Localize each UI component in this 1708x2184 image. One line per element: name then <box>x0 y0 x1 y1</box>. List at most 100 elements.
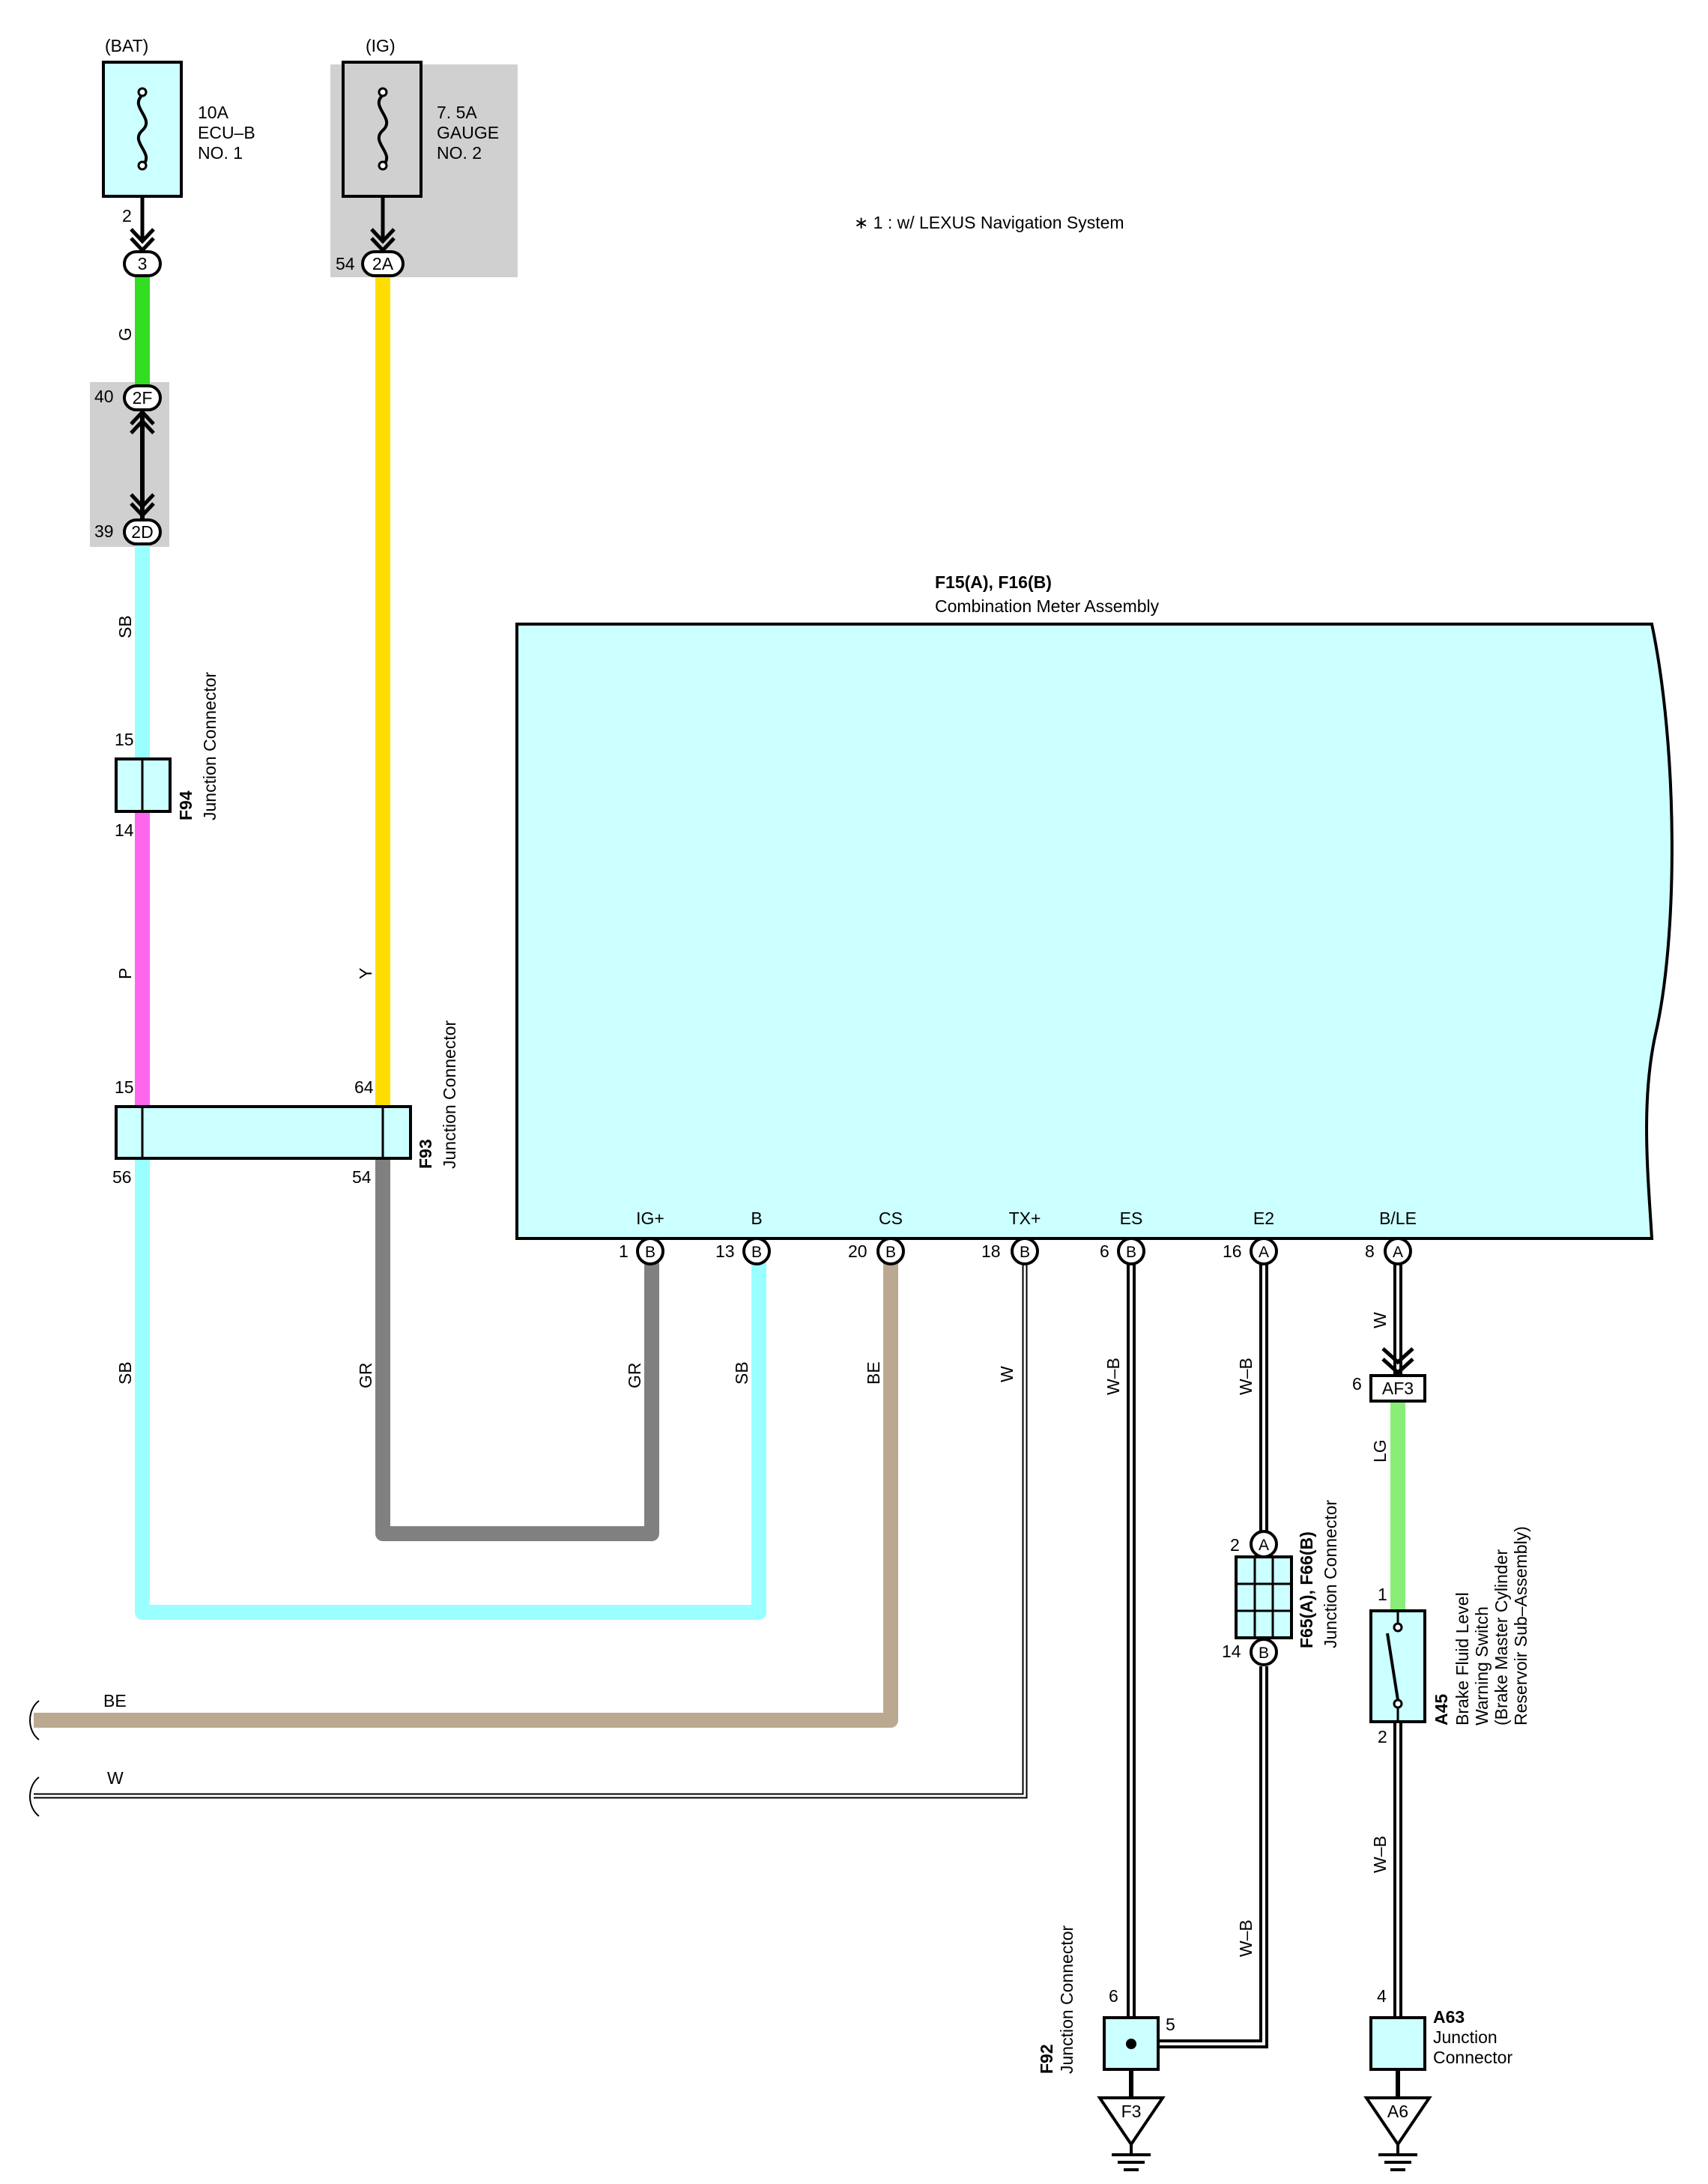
meter-title: F15(A), F16(B) <box>935 572 1052 592</box>
terminal-name-cs: CS <box>879 1209 903 1228</box>
terminal-pin-13: 13 <box>715 1241 735 1261</box>
f65-id: F65(A), F66(B) <box>1297 1531 1316 1648</box>
terminal-pin-18: 18 <box>981 1241 1001 1261</box>
wire-label-w-ble: W <box>1370 1312 1390 1328</box>
junction-f92: 6 5 F92 Junction Connector F3 <box>1037 1925 1175 2171</box>
fuse-bat-line1: 10A <box>198 103 229 122</box>
f65-pin-bottom: 14 <box>1222 1642 1241 1661</box>
pin-39: 39 <box>94 521 114 541</box>
terminal-connector <box>636 1237 664 1265</box>
f94-pin-bottom: 14 <box>115 820 134 840</box>
wire-wb-link-outer <box>1158 1666 1268 2048</box>
wire-break-icon <box>29 1700 40 1740</box>
wire-label-wb-sw: W–B <box>1370 1836 1390 1873</box>
shaded-region-inline-connectors <box>90 382 169 547</box>
junction-a63: 4 A63 Junction Connector A6 <box>1363 1986 1512 2171</box>
a63-id: A63 <box>1433 2007 1465 2027</box>
svg-text:B: B <box>1259 1645 1269 1662</box>
pin-40: 40 <box>94 387 114 406</box>
arrow-down-icon <box>130 493 155 518</box>
switch-pin-top: 1 <box>1378 1585 1387 1604</box>
switch-contact-icon <box>1386 1633 1399 1701</box>
arrow-down-icon <box>1381 1347 1414 1376</box>
wires <box>34 196 1405 2098</box>
wire-gr <box>375 1158 659 1541</box>
f65-label: Junction Connector <box>1321 1499 1340 1648</box>
terminal-name-b: B <box>751 1209 762 1228</box>
connector-3 <box>123 250 162 277</box>
wire-label-sb-bottom: SB <box>115 1361 135 1385</box>
ground-a6-label: A6 <box>1387 2102 1408 2121</box>
wire-label-p: P <box>115 968 135 979</box>
fuse-bat-pin: 2 <box>122 206 132 226</box>
f94-pin-top: 15 <box>115 730 134 749</box>
meter-subtitle: Combination Meter Assembly <box>935 596 1160 616</box>
f93-pin-56: 56 <box>112 1167 132 1187</box>
svg-text:B: B <box>1020 1244 1030 1261</box>
junction-f65-f66: 2 A 14 B F65(A), F66(B) Junction Connect… <box>1222 1499 1340 1666</box>
svg-text:B: B <box>1126 1244 1136 1261</box>
terminal-name-es: ES <box>1120 1209 1143 1228</box>
f92-pin-6: 6 <box>1109 1986 1118 2006</box>
fuse-ig-supply: (IG) <box>366 36 396 55</box>
fuse-bat-line2: ECU–B <box>198 123 255 142</box>
connector-2a <box>361 250 405 277</box>
wire-label-gr-left: GR <box>356 1363 375 1389</box>
f94-label: Junction Connector <box>200 671 219 820</box>
wire-label-lg: LG <box>1370 1439 1390 1462</box>
f93-pin-64: 64 <box>354 1077 374 1097</box>
junction-f93: 15 64 56 54 F93 Junction Connector <box>112 1020 459 1187</box>
wire-be <box>34 1259 898 1728</box>
wire-label-gr: GR <box>625 1363 644 1389</box>
svg-text:A: A <box>1393 1244 1403 1261</box>
connector-af3: 6 AF3 <box>1352 1347 1426 1403</box>
terminal-pin-20: 20 <box>848 1241 867 1261</box>
fuse-ig-line2: GAUGE <box>437 123 499 142</box>
terminal-name-txplus: TX+ <box>1009 1209 1041 1228</box>
wire-label-wb-es: W–B <box>1103 1358 1123 1395</box>
fuse-bat-line3: NO. 1 <box>198 143 243 163</box>
terminal-pin-1: 1 <box>619 1241 629 1261</box>
wire-sb-bottom <box>135 1158 766 1620</box>
f93-pin-15: 15 <box>115 1077 134 1097</box>
fuse-bat-supply: (BAT) <box>105 36 148 55</box>
connector-3-label: 3 <box>138 254 148 273</box>
terminal-name-e2: E2 <box>1253 1209 1274 1228</box>
navigation-note: ∗ 1 : w/ LEXUS Navigation System <box>854 213 1124 232</box>
switch-id: A45 <box>1432 1694 1451 1725</box>
wire-label-sb: SB <box>732 1361 751 1385</box>
wire-label-be: BE <box>864 1361 883 1385</box>
af3-label: AF3 <box>1382 1379 1414 1398</box>
svg-text:B: B <box>885 1244 896 1261</box>
wire-label-be-horizontal: BE <box>103 1691 127 1710</box>
wire-label-wb-e2: W–B <box>1236 1358 1256 1395</box>
meter-terminals: IG+ 1 B B 13 B CS 20 B TX+ 18 B ES 6 B E… <box>619 1209 1417 1265</box>
a63-label1: Junction <box>1433 2027 1497 2047</box>
terminal-name-ble: B/LE <box>1379 1209 1417 1228</box>
wire-label-w: W <box>997 1366 1017 1382</box>
wire-break-icon <box>29 1776 40 1817</box>
f93-box <box>115 1105 412 1160</box>
terminal-connector <box>1250 1638 1278 1666</box>
f93-pin-54: 54 <box>352 1167 372 1187</box>
fuse-symbol-icon <box>377 94 389 167</box>
a63-pin: 4 <box>1377 1986 1387 2006</box>
f93-label: Junction Connector <box>440 1020 459 1169</box>
wire-label-g: G <box>115 327 135 341</box>
connector-2d-label: 2D <box>131 522 153 542</box>
connector-2f-label: 2F <box>133 388 153 408</box>
svg-text:A: A <box>1259 1244 1269 1261</box>
inline-connectors: 40 2F 39 2D <box>94 384 162 545</box>
fuse-symbol-icon <box>136 94 148 167</box>
af3-box <box>1369 1374 1426 1403</box>
wire-label-sb-top: SB <box>115 615 135 638</box>
terminal-pin-6: 6 <box>1100 1241 1109 1261</box>
combination-meter: F15(A), F16(B) Combination Meter Assembl… <box>515 572 1674 1240</box>
terminal-pin-16: 16 <box>1223 1241 1242 1261</box>
svg-text:A: A <box>1259 1537 1269 1554</box>
fuse-ig: (IG) 7. 5A GAUGE NO. 2 54 2A <box>336 36 499 277</box>
arrow-up-icon <box>130 409 155 435</box>
switch-pin-bottom: 2 <box>1378 1727 1387 1746</box>
switch-line2: Warning Switch <box>1472 1606 1492 1725</box>
